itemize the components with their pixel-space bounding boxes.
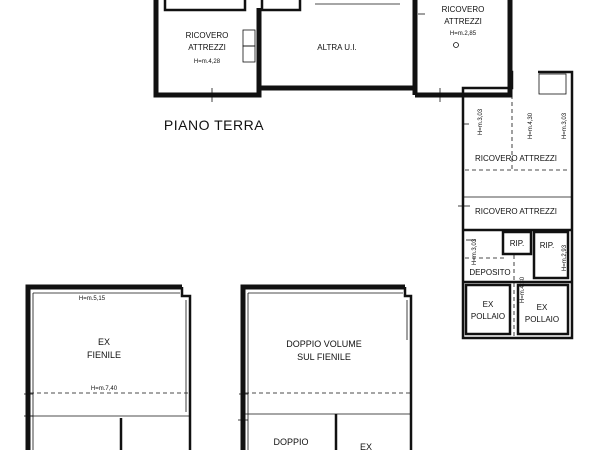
ricovero-right-label-1: RICOVERO xyxy=(442,5,485,14)
rip-room-1 xyxy=(501,230,533,256)
ex-fienile-height-bottom: H=m.7,40 xyxy=(91,386,118,392)
wall xyxy=(259,85,418,95)
ex-pollaio-room-2 xyxy=(516,283,570,336)
fixture xyxy=(538,73,567,95)
wall xyxy=(153,0,262,98)
rip-label-2: RIP. xyxy=(540,241,555,250)
wall xyxy=(403,287,413,450)
doppio-volume-label-2: SUL FIENILE xyxy=(297,352,351,362)
wall xyxy=(461,70,574,340)
ricovero-right-label-2: ATTREZZI xyxy=(444,17,482,26)
height-430-b: H=m.4,30 xyxy=(520,276,526,303)
ex-pollaio-a-label-1: EX xyxy=(483,300,494,309)
fixture xyxy=(242,45,256,63)
ex-fienile-height-top: H=m.5,15 xyxy=(79,296,106,302)
wall xyxy=(415,0,513,98)
doppio-volume-label-1: DOPPIO VOLUME xyxy=(286,339,362,349)
ricovero-left-height: H=m.4,28 xyxy=(194,59,221,65)
ricovero-strip-label-1: RICOVERO ATTREZZI xyxy=(475,154,557,163)
plan-title: PIANO TERRA xyxy=(164,117,264,133)
wall xyxy=(25,284,182,450)
wall xyxy=(240,284,405,450)
height-303-a: H=m.3,03 xyxy=(478,108,484,135)
ricovero-right-height: H=m.2,85 xyxy=(450,31,477,37)
ricovero-left-label-1: RICOVERO xyxy=(186,31,229,40)
rip-label-1: RIP. xyxy=(510,239,525,248)
deposito-label: DEPOSITO xyxy=(469,268,510,277)
ex-pollaio-b-label-2: POLLAIO xyxy=(525,315,559,324)
height-303-c: H=m.3,03 xyxy=(472,238,478,265)
ex-pollaio-a-label-2: POLLAIO xyxy=(471,312,505,321)
ricovero-strip-label-2: RICOVERO ATTREZZI xyxy=(475,207,557,216)
doppio-bottom-label: DOPPIO xyxy=(273,437,308,447)
top-left-building: RICOVERO ATTREZZI H=m.4,28 ALTRA U.I. RI… xyxy=(153,0,513,102)
height-430-a: H=m.4,30 xyxy=(528,112,534,139)
wall xyxy=(163,0,247,12)
height-293: H=m.2,93 xyxy=(562,244,568,271)
column-marker xyxy=(453,42,459,48)
wall xyxy=(180,287,192,450)
rip-room-2 xyxy=(532,230,570,280)
ex-fienile-label-2: FIENILE xyxy=(87,350,121,360)
ex-pollaio-b-label-1: EX xyxy=(537,303,548,312)
ex-pollaio-room-1 xyxy=(464,283,512,336)
ex-fienile-label-1: EX xyxy=(98,337,110,347)
fixture xyxy=(242,29,256,47)
wall xyxy=(260,0,302,12)
ricovero-left-label-2: ATTREZZI xyxy=(188,43,226,52)
doppio-volume-building: DOPPIO VOLUME SUL FIENILE DOPPIO EX xyxy=(238,284,413,450)
ex-bottom-label: EX xyxy=(360,442,372,450)
right-strip-building: RICOVERO ATTREZZI RICOVERO ATTREZZI RIP.… xyxy=(458,70,574,340)
ex-fienile-building: H=m.5,15 EX FIENILE H=m.7,40 xyxy=(24,284,192,450)
altra-ui-label: ALTRA U.I. xyxy=(317,43,356,52)
height-303-b: H=m.3,03 xyxy=(562,112,568,139)
